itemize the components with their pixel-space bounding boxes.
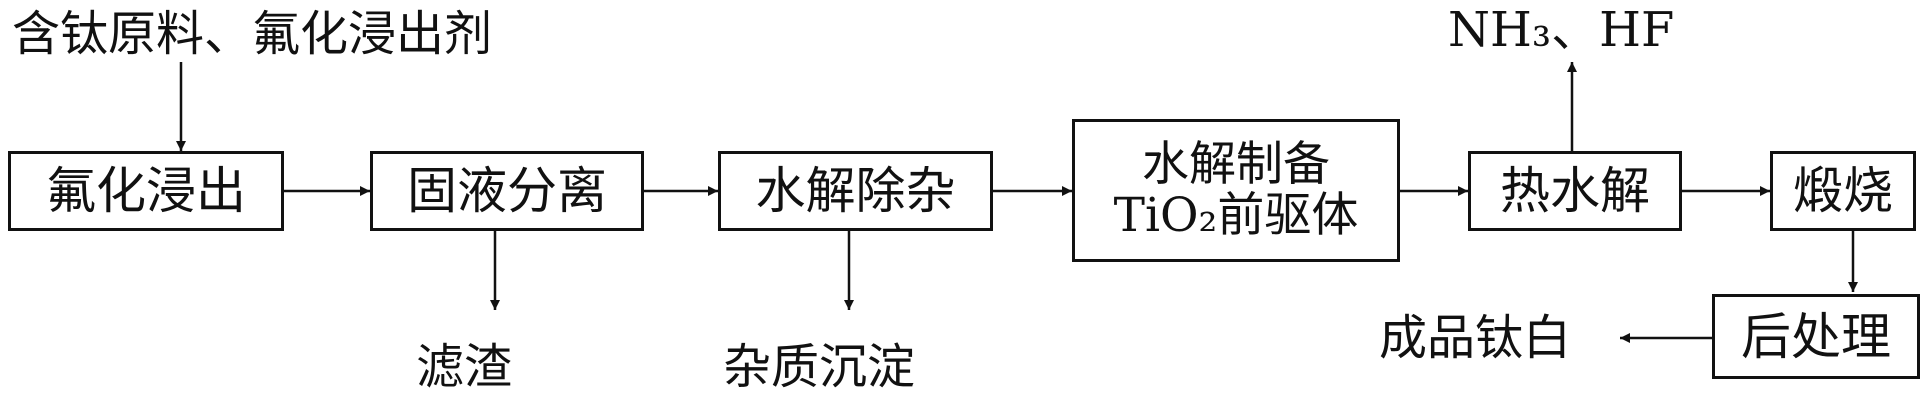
post-treatment-label: 后处理 (1741, 307, 1891, 366)
gases-output-label: NH₃、HF (1448, 2, 1675, 58)
solid-liquid-separation-box: 固液分离 (370, 151, 644, 231)
hydrolysis-precursor-box: 水解制备 TiO₂前驱体 (1072, 119, 1400, 262)
hot-water-hydrolysis-label: 热水解 (1500, 162, 1650, 220)
hydrolysis-purification-label: 水解除杂 (755, 162, 956, 220)
impurity-precipitate-label: 杂质沉淀 (723, 339, 916, 395)
calcination-label: 煅烧 (1793, 162, 1893, 220)
solid-liquid-separation-label: 固液分离 (407, 162, 607, 220)
hydrolysis-purification-box: 水解除杂 (718, 151, 993, 231)
product-label: 成品钛白 (1379, 310, 1572, 366)
hot-water-hydrolysis-box: 热水解 (1468, 151, 1682, 231)
hydrolysis-precursor-line2: TiO₂前驱体 (1113, 187, 1359, 243)
fluorination-leaching-box: 氟化浸出 (8, 151, 284, 231)
raw-materials-label: 含钛原料、氟化浸出剂 (12, 6, 493, 62)
residue-label: 滤渣 (416, 339, 513, 395)
fluorination-leaching-label: 氟化浸出 (46, 162, 246, 220)
post-treatment-box: 后处理 (1712, 294, 1920, 379)
calcination-box: 煅烧 (1770, 151, 1916, 231)
hydrolysis-precursor-line1: 水解制备 (1142, 136, 1330, 192)
